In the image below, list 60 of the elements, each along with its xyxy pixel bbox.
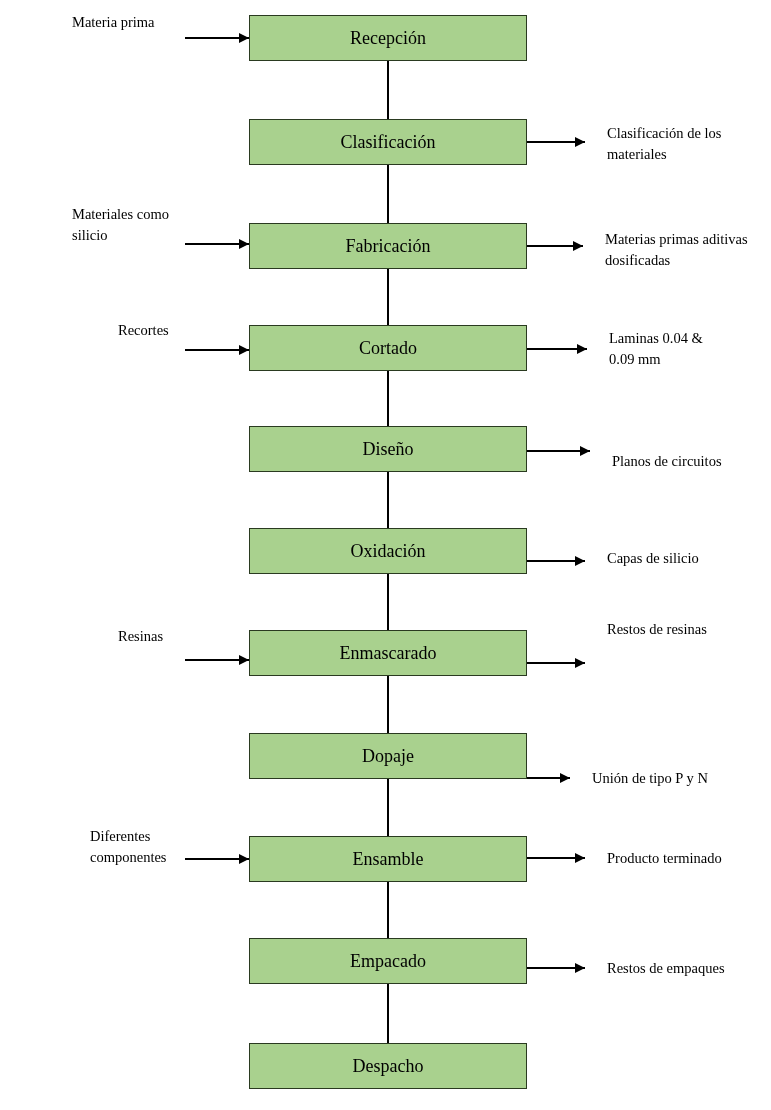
output-label: Unión de tipo P y N	[592, 769, 709, 788]
arrow	[184, 345, 250, 355]
connector-line	[387, 370, 389, 427]
connector-line	[387, 983, 389, 1044]
step-label: Cortado	[359, 337, 417, 359]
output-label: Restos de resinas	[607, 620, 708, 639]
process-box	[249, 426, 527, 472]
step-label: Dopaje	[362, 745, 414, 767]
output-label: Laminas 0.04 & 0.09 mm	[609, 329, 704, 369]
process-box	[249, 630, 527, 676]
step-label: Clasificación	[340, 131, 436, 153]
arrow	[184, 33, 250, 43]
step-label: Despacho	[352, 1055, 424, 1077]
output-label: Restos de empaques	[607, 959, 726, 978]
output-label: Capas de silicio	[607, 549, 700, 568]
output-label: Materias primas aditivas dosificadas	[605, 230, 749, 270]
arrow	[526, 658, 586, 668]
output-label: Clasificación de los materiales	[607, 124, 723, 164]
step-label: Empacado	[350, 950, 426, 972]
step-label: Diseño	[362, 438, 414, 460]
step-label: Ensamble	[352, 848, 424, 870]
arrow	[526, 963, 586, 973]
process-box	[249, 119, 527, 165]
connector-line	[387, 881, 389, 939]
process-box	[249, 528, 527, 574]
step-label: Fabricación	[345, 235, 431, 257]
arrow	[526, 556, 586, 566]
output-label: Producto terminado	[607, 849, 723, 868]
arrow	[526, 344, 588, 354]
connector-line	[387, 778, 389, 837]
arrow	[526, 773, 571, 783]
connector-line	[387, 60, 389, 120]
connector-line	[387, 573, 389, 631]
process-box	[249, 223, 527, 269]
arrow	[526, 853, 586, 863]
arrow	[526, 446, 591, 456]
input-label: Diferentes componentes	[90, 827, 168, 867]
output-label: Planos de circuitos	[612, 452, 723, 471]
input-label: Materiales como silicio	[72, 205, 171, 245]
connector-line	[387, 675, 389, 734]
process-box	[249, 733, 527, 779]
arrow	[184, 854, 250, 864]
arrow	[526, 137, 586, 147]
connector-line	[387, 471, 389, 529]
arrow	[184, 239, 250, 249]
step-label: Recepción	[350, 27, 426, 49]
arrow	[526, 241, 584, 251]
input-label: Recortes	[118, 321, 170, 340]
step-label: Enmascarado	[339, 642, 437, 664]
connector-line	[387, 164, 389, 224]
process-box	[249, 15, 527, 61]
process-box	[249, 325, 527, 371]
step-label: Oxidación	[350, 540, 426, 562]
process-box	[249, 836, 527, 882]
arrow	[184, 655, 250, 665]
input-label: Materia prima	[72, 13, 156, 32]
connector-line	[387, 268, 389, 326]
input-label: Resinas	[118, 627, 165, 646]
process-box	[249, 938, 527, 984]
process-box	[249, 1043, 527, 1089]
